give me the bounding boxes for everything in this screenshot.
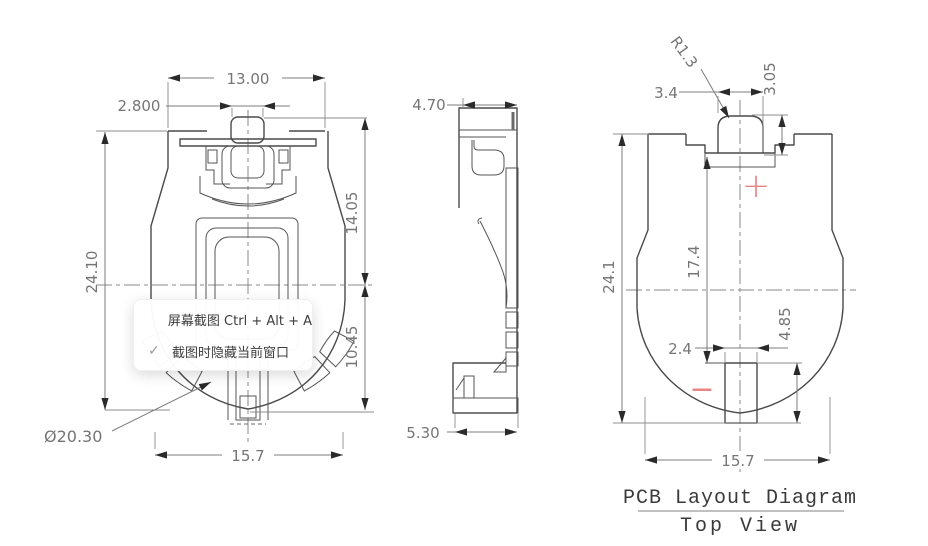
front-right-latch bbox=[266, 146, 291, 185]
screenshot-menu-label: 屏幕截图 Ctrl + Alt + A bbox=[167, 313, 312, 329]
front-right-clip bbox=[278, 149, 289, 164]
side-spring-contact bbox=[479, 220, 508, 309]
side-wall-block-1 bbox=[505, 311, 519, 329]
screenshot-tooltip: 屏幕截图 Ctrl + Alt + A ✓ 截图时隐藏当前窗口 bbox=[133, 299, 313, 371]
pcb-layout-view: + − R1.3 3.4 3.05 17.4 24.1 2.4 4.85 bbox=[600, 33, 857, 538]
screenshot-menu-item[interactable]: 屏幕截图 Ctrl + Alt + A bbox=[134, 306, 312, 332]
negative-terminal-mark: − bbox=[689, 372, 714, 407]
front-bottom-tab-slot bbox=[239, 395, 257, 419]
dim-neg-pad-height: 4.85 bbox=[776, 307, 794, 340]
side-bottom-clip bbox=[463, 375, 475, 399]
side-base-section bbox=[452, 397, 519, 414]
hide-window-menu-item[interactable]: ✓ 截图时隐藏当前窗口 bbox=[134, 338, 312, 364]
dim-corner-radius: R1.3 bbox=[667, 33, 702, 71]
side-wall-foot bbox=[492, 356, 507, 373]
dim-pos-pad-width: 3.4 bbox=[654, 84, 678, 102]
front-view: 13.00 2.800 14.05 10.45 24.10 Ø20.30 15.… bbox=[44, 68, 374, 465]
dim-overall-height: 24.10 bbox=[83, 251, 101, 294]
checkmark-icon: ✓ bbox=[148, 343, 160, 359]
dim-bottom-thickness: 5.30 bbox=[406, 424, 439, 442]
dim-pad-pitch: 17.4 bbox=[685, 245, 703, 278]
front-left-clip bbox=[207, 149, 218, 164]
front-notch-right-2 bbox=[319, 330, 355, 368]
side-wall-section bbox=[505, 167, 519, 309]
front-crown bbox=[199, 176, 297, 205]
dim-lower-height: 10.45 bbox=[343, 326, 361, 369]
dim-tab-width: 2.800 bbox=[118, 97, 161, 115]
dim-overall-height-pcb: 24.1 bbox=[600, 260, 618, 293]
side-wall-block-3 bbox=[505, 351, 519, 367]
dim-bottom-width-pcb: 15.7 bbox=[721, 452, 754, 470]
front-center-recess-inner bbox=[230, 145, 265, 179]
side-outline bbox=[452, 107, 518, 414]
dim-top-width: 13.00 bbox=[227, 70, 270, 88]
dim-diameter: Ø20.30 bbox=[44, 427, 102, 446]
side-spring-hook bbox=[477, 217, 483, 225]
pcb-caption-subtitle: Top View bbox=[680, 515, 800, 538]
negative-pad bbox=[724, 362, 758, 424]
dim-bottom-width-front: 15.7 bbox=[231, 447, 264, 465]
dim-pos-pad-height: 3.05 bbox=[761, 62, 779, 95]
side-view: 4.70 5.30 bbox=[406, 96, 519, 442]
dim-upper-height: 14.05 bbox=[343, 192, 361, 235]
side-top-clip bbox=[471, 140, 505, 176]
dim-neg-pad-width: 2.4 bbox=[668, 340, 692, 358]
dim-top-thickness: 4.70 bbox=[412, 96, 445, 114]
front-crown-inner bbox=[211, 198, 285, 207]
pcb-body-outline bbox=[636, 134, 844, 414]
hide-window-menu-label: 截图时隐藏当前窗口 bbox=[172, 345, 290, 361]
pcb-pad-seat bbox=[685, 134, 795, 154]
positive-terminal-mark: + bbox=[742, 166, 771, 206]
side-wall-block-2 bbox=[505, 331, 519, 349]
pcb-caption-title: PCB Layout Diagram bbox=[623, 487, 857, 510]
front-left-latch bbox=[205, 146, 230, 185]
front-top-tab bbox=[230, 116, 265, 144]
